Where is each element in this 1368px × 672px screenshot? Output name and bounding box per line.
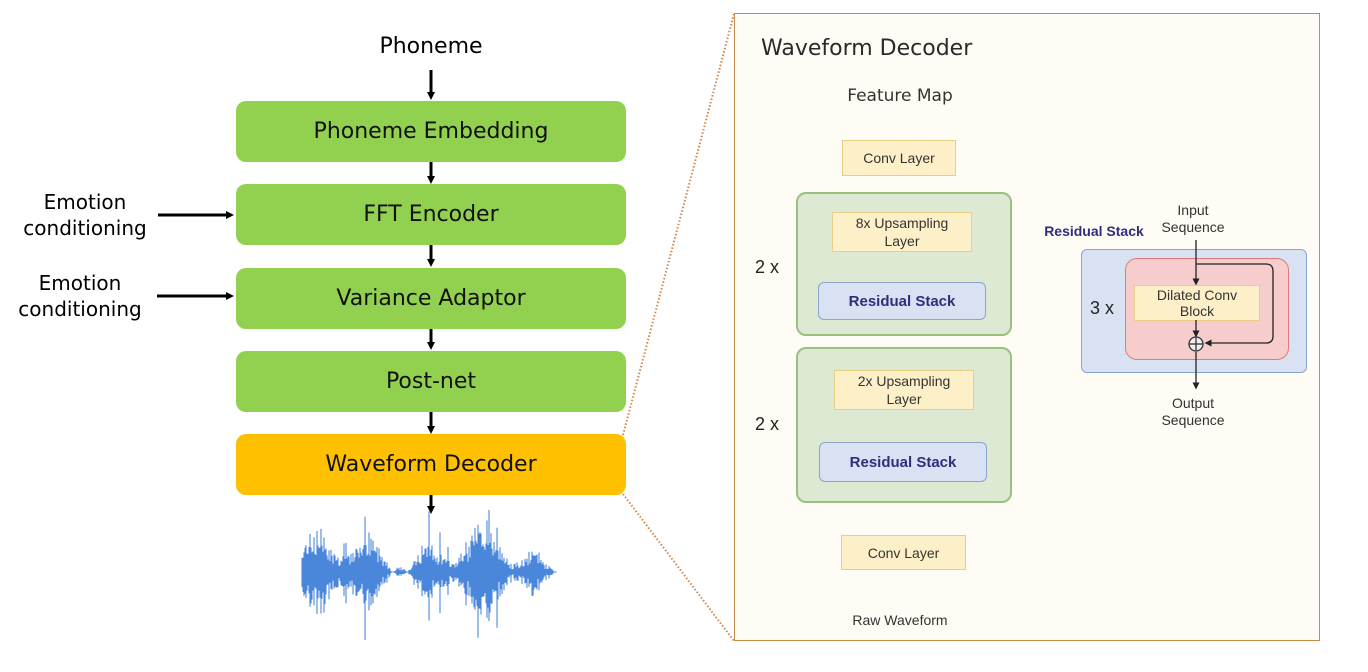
audio-waveform-icon — [301, 510, 558, 640]
block-variance-adaptor: Variance Adaptor — [236, 268, 626, 329]
label-line: conditioning — [23, 216, 147, 240]
emotion-conditioning-label-2: Emotion conditioning — [5, 270, 155, 322]
label-line: Sequence — [1161, 219, 1225, 235]
label-line: Sequence — [1161, 412, 1225, 428]
box-label: Residual Stack — [848, 292, 956, 310]
label-line: Emotion — [38, 271, 122, 295]
block-label: Post-net — [385, 369, 477, 394]
box-label: Block — [1179, 303, 1215, 319]
upsampling-8x-layer: 8x Upsampling Layer — [832, 212, 972, 252]
block-phoneme-embedding: Phoneme Embedding — [236, 101, 626, 162]
conv-layer-input: Conv Layer — [842, 140, 956, 176]
box-label: Conv Layer — [863, 150, 935, 166]
pipeline-arrows — [157, 70, 435, 514]
block-fft-encoder: FFT Encoder — [236, 184, 626, 245]
residual-detail-title: Residual Stack — [1044, 223, 1144, 239]
block-waveform-decoder: Waveform Decoder — [236, 434, 626, 495]
upsampling-2x-layer: 2x Upsampling Layer — [834, 370, 974, 410]
block-post-net: Post-net — [236, 351, 626, 412]
box-label: Residual Stack — [849, 453, 957, 471]
box-label: Conv Layer — [867, 544, 940, 561]
raw-waveform-label: Raw Waveform — [852, 612, 948, 628]
block-label: FFT Encoder — [363, 202, 499, 227]
input-sequence-label: Input Sequence — [1150, 202, 1236, 236]
stage-2-repeat-label: 2 x — [754, 414, 779, 434]
label-line: Input — [1177, 202, 1209, 218]
residual-stack-2: Residual Stack — [819, 442, 987, 482]
waveform-bars — [301, 510, 558, 640]
label-line: Emotion — [43, 190, 127, 214]
box-label: Dilated Conv — [1156, 287, 1238, 303]
block-label: Phoneme Embedding — [313, 119, 549, 144]
residual-repeat-label: 3 x — [1089, 298, 1114, 318]
stage-1-repeat-label: 2 x — [754, 257, 779, 277]
feature-map-label: Feature Map — [847, 86, 953, 106]
panel-title: Waveform Decoder — [761, 36, 973, 61]
box-label: 8x Upsampling — [855, 215, 949, 231]
emotion-conditioning-label-1: Emotion conditioning — [10, 189, 160, 241]
circle-plus-icon — [1188, 336, 1204, 352]
box-label: 2x Upsampling — [857, 373, 951, 389]
block-label: Waveform Decoder — [325, 452, 537, 477]
label-line: Output — [1171, 395, 1215, 411]
label-line: conditioning — [18, 297, 142, 321]
input-label-phoneme: Phoneme — [379, 34, 483, 59]
output-sequence-label: Output Sequence — [1150, 395, 1236, 429]
conv-layer-output: Conv Layer — [841, 535, 966, 570]
box-label: Layer — [884, 233, 920, 249]
block-label: Variance Adaptor — [336, 286, 526, 311]
zoom-connector-lines — [622, 13, 735, 642]
dilated-conv-block: Dilated Conv Block — [1134, 285, 1260, 321]
residual-stack-1: Residual Stack — [818, 282, 986, 320]
box-label: Layer — [886, 391, 922, 407]
